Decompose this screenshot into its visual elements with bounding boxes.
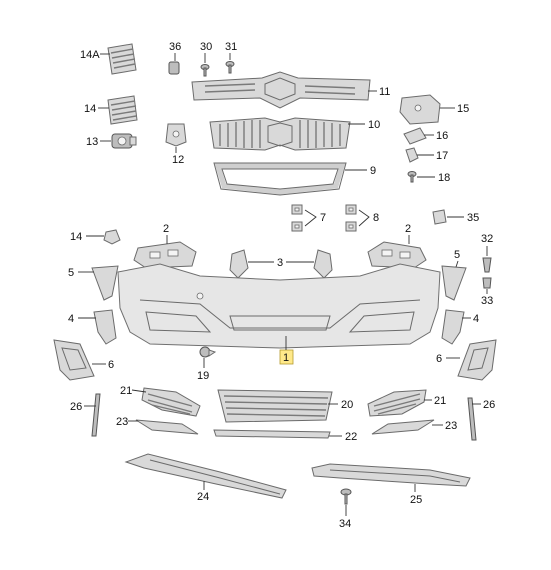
part-1-bumper-cover [117,263,441,349]
part-33-clip [482,277,492,289]
part-34-screw [340,488,352,505]
callout-8: 8 [373,212,379,224]
callout-32: 32 [481,233,493,245]
part-25-underbody-cover [311,463,471,487]
part-20-center-lower-grille [217,389,333,423]
callout-4-left: 4 [68,313,74,325]
part-13-sensor [111,133,137,149]
callout-3: 3 [277,257,283,269]
part-14-bracket-left [103,229,121,245]
callout-24: 24 [197,491,209,503]
part-24-lower-spoiler [124,453,287,499]
callout-5-left: 5 [68,267,74,279]
part-3-guide-left [229,249,249,279]
part-6-fog-cover-left [53,339,95,381]
callout-23-right: 23 [445,420,457,432]
part-11-upper-grille-frame [191,71,371,109]
part-10-front-grille [209,117,351,151]
part-31-screw [225,61,235,74]
callout-35: 35 [467,212,479,224]
part-14a-grille-insert [107,43,137,75]
part-32-clip [482,257,492,273]
part-14-grille-insert [107,95,138,125]
callout-13: 13 [86,136,98,148]
callout-36: 36 [169,41,181,53]
callout-21-left: 21 [120,385,132,397]
callout-2-left: 2 [163,223,169,235]
callout-22: 22 [345,431,357,443]
part-6-fog-cover-right [457,339,497,381]
callout-6-left: 6 [108,359,114,371]
callout-4-right: 4 [473,313,479,325]
callout-1: 1 [283,352,289,364]
part-19-tow-hook-cap [199,346,217,358]
svg-text:14A: 14A [80,49,100,61]
part-18-screw [407,171,417,183]
callout-23-left: 23 [116,416,128,428]
callout-18: 18 [438,172,450,184]
callout-7: 7 [320,212,326,224]
part-17-clip [405,147,419,163]
part-26-strip-right [467,397,477,441]
leader-5-right [455,260,459,268]
callout-16: 16 [436,130,448,142]
part-23-trim-left [135,419,199,435]
callout-5-right: 5 [454,249,460,261]
callout-19: 19 [197,370,209,382]
part-4-bracket-left [93,309,117,345]
part-8-clips [345,204,357,232]
callout-10: 10 [368,119,380,131]
callout-14a: 14A [80,49,110,61]
part-36-clip [168,61,180,75]
callout-26-right: 26 [483,399,495,411]
part-21-side-grille-right [367,389,427,417]
part-22-center-trim [213,429,331,439]
callout-17: 17 [436,150,448,162]
part-30-screw [200,64,210,77]
callout-2-right: 2 [405,223,411,235]
callout-9: 9 [370,165,376,177]
part-9-grille-surround [213,162,347,196]
callout-1-highlight [279,349,294,365]
part-23-trim-right [371,419,435,435]
callout-34: 34 [339,518,351,530]
part-5-side-bracket-left [91,265,119,301]
callout-14-left: 14 [70,231,82,243]
callout-6-right: 6 [436,353,442,365]
part-5-side-bracket-right [441,265,467,301]
callout-20: 20 [341,399,353,411]
callout-11: 11 [379,86,390,98]
leader-8 [358,209,370,227]
callout-21-right: 21 [434,395,446,407]
part-2-mounting-bracket-left [133,241,197,269]
part-2-mounting-bracket-right [367,241,427,269]
part-12-sensor-holder [165,123,187,147]
callout-14: 14 [84,103,96,115]
part-4-bracket-right [441,309,465,345]
part-35-clip [432,209,447,225]
part-3-guide-right [313,249,333,279]
leader-21-left [131,389,147,393]
part-21-side-grille-left [141,387,201,417]
part-15-bracket [399,94,441,125]
part-26-strip-left [91,393,101,437]
part-16-trim [403,127,427,145]
callout-30: 30 [200,41,212,53]
callout-25: 25 [410,494,422,506]
callout-31: 31 [225,41,237,53]
callout-12: 12 [172,154,184,166]
callout-26-left: 26 [70,401,82,413]
leader-7 [304,209,317,227]
callout-15: 15 [457,103,469,115]
callout-33: 33 [481,295,493,307]
part-7-clips [291,204,303,232]
